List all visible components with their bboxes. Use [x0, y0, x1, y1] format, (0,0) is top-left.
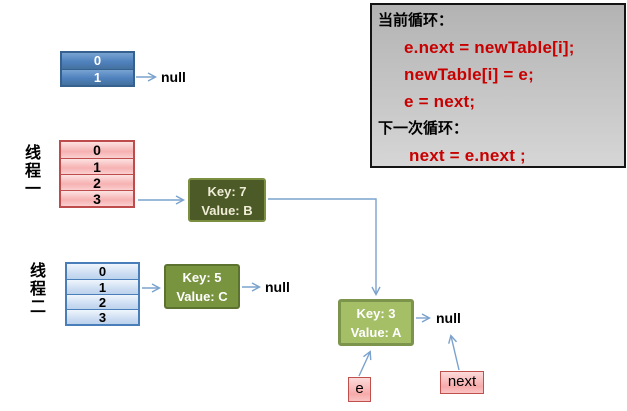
initial-table-row-1: 1 [62, 69, 133, 85]
initial-table-row-0: 0 [62, 53, 133, 69]
code-line-current-loop-heading: 当前循环： [378, 12, 454, 29]
key3-null-label: null [436, 310, 461, 326]
code-line-e-assign: e = next; [404, 92, 476, 111]
thread2-table-row-1: 1 [67, 279, 138, 295]
initial-table: 0 1 [60, 51, 135, 87]
thread2-label: 线程二 [29, 263, 46, 316]
thread2-table-row-0: 0 [67, 264, 138, 279]
key5-null-label: null [265, 279, 290, 295]
code-line-enext-assign: e.next = newTable[i]; [404, 38, 575, 57]
thread1-table: 0 1 2 3 [59, 140, 135, 208]
thread2-table-row-2: 2 [67, 294, 138, 310]
arrow-e-to-key3 [358, 352, 370, 377]
thread2-table: 0 1 2 3 [65, 262, 140, 326]
node-key5-value: Value: C [176, 289, 228, 304]
node-key5-key: Key: 5 [182, 270, 222, 285]
node-key3-key: Key: 3 [356, 306, 396, 321]
node-key7-key: Key: 7 [207, 184, 247, 199]
code-line-next-assign: next = e.next ; [409, 146, 526, 165]
code-line-newtable-assign: newTable[i] = e; [404, 65, 534, 84]
code-panel: 当前循环： e.next = newTable[i]; newTable[i] … [370, 3, 626, 168]
node-key3-value: Value: A [350, 325, 402, 340]
thread1-table-row-2: 2 [61, 174, 133, 191]
pointer-e-box: e [348, 377, 371, 402]
initial-null-label: null [161, 69, 186, 85]
pointer-next-box: next [440, 371, 484, 394]
thread1-table-row-3: 3 [61, 190, 133, 207]
thread1-table-row-0: 0 [61, 142, 133, 158]
node-key3: Key: 3 Value: A [338, 299, 414, 346]
arrow-next-to-null [451, 336, 460, 371]
code-line-next-loop-heading: 下一次循环： [378, 120, 469, 137]
thread1-table-row-1: 1 [61, 158, 133, 175]
thread1-label: 线程一 [24, 145, 41, 198]
node-key7: Key: 7 Value: B [188, 178, 266, 222]
thread2-table-row-3: 3 [67, 309, 138, 325]
node-key7-value: Value: B [201, 203, 253, 218]
node-key5: Key: 5 Value: C [164, 264, 240, 309]
